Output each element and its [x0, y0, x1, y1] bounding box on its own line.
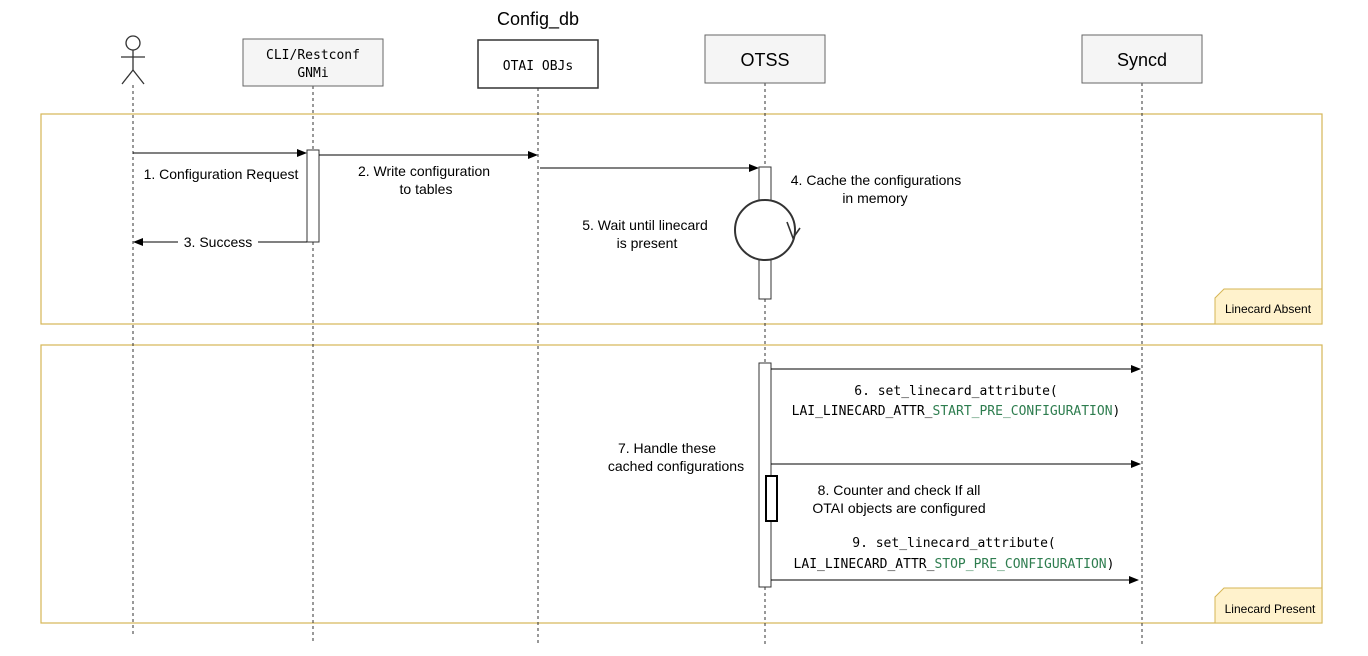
- participant-otai-objs: OTAI OBJs: [477, 39, 599, 89]
- msg-7-label-line1: 7. Handle these: [618, 440, 716, 456]
- msg-9-label-line2: LAI_LINECARD_ATTR_STOP_PRE_CONFIGURATION…: [794, 557, 1115, 572]
- msg-7-label-line2: cached configurations: [608, 458, 744, 474]
- participant-cli-line1: CLI/Restconf: [266, 48, 360, 63]
- msg-8-label-line2: OTAI objects are configured: [812, 500, 985, 516]
- frame-tag-linecard-present: Linecard Present: [1225, 602, 1316, 616]
- participant-syncd-label: Syncd: [1117, 50, 1167, 70]
- frame-linecard-present: Linecard Present: [40, 344, 1323, 624]
- msg-2-label-line1: 2. Write configuration: [358, 163, 490, 179]
- participant-syncd: Syncd: [1081, 34, 1203, 84]
- msg-6-label-line2: LAI_LINECARD_ATTR_START_PRE_CONFIGURATIO…: [792, 404, 1121, 419]
- msg-5-label-line1: 5. Wait until linecard: [582, 217, 708, 233]
- msg-3-label-bg: [178, 235, 258, 249]
- participant-otai-label: OTAI OBJs: [503, 59, 573, 74]
- activation-otss-nested: [765, 475, 778, 522]
- msg-1-label: 1. Configuration Request: [144, 166, 299, 182]
- message-arrows: [133, 149, 1141, 584]
- actor-user-icon: [121, 35, 145, 85]
- msg-4-label-line1: 4. Cache the configurations: [791, 172, 961, 188]
- participant-otss: OTSS: [704, 34, 826, 84]
- participant-otss-label: OTSS: [740, 50, 789, 70]
- msg-2-label-line2: to tables: [400, 181, 453, 197]
- frame-linecard-absent: Linecard Absent: [40, 113, 1323, 325]
- msg-4-label-line2: in memory: [842, 190, 907, 206]
- msg-8-label-line1: 8. Counter and check If all: [818, 482, 981, 498]
- participant-cli-line2: GNMi: [297, 66, 328, 81]
- msg-5-label-line2: is present: [617, 235, 678, 251]
- msg-3-label: 3. Success: [184, 234, 252, 250]
- config-db-title: Config_db: [497, 9, 579, 30]
- msg-6-label-line1: 6. set_linecard_attribute(: [854, 384, 1058, 399]
- activation-cli: [306, 149, 320, 243]
- frame-tag-linecard-absent: Linecard Absent: [1225, 302, 1312, 316]
- participant-cli: CLI/Restconf GNMi: [242, 38, 384, 87]
- msg-9-label-line1: 9. set_linecard_attribute(: [852, 536, 1056, 551]
- wait-loop-icon: [734, 199, 801, 261]
